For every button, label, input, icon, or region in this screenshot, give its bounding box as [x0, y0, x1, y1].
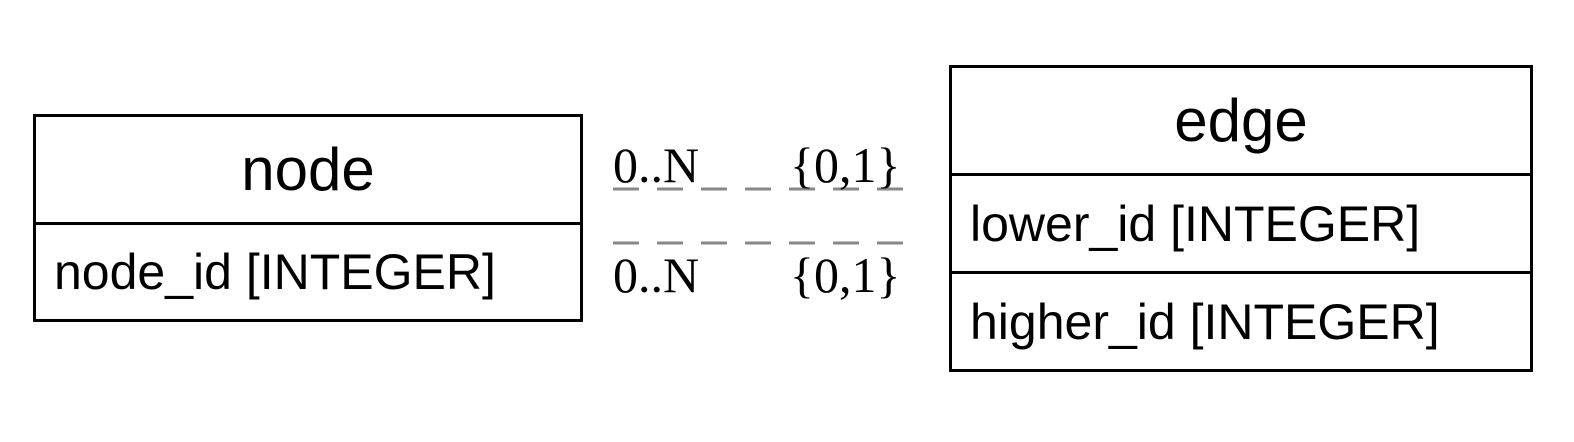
entity-node-title: node	[36, 117, 580, 225]
cardinality-right-2: {0,1}	[790, 247, 901, 303]
entity-edge[interactable]: edge lower_id [INTEGER] higher_id [INTEG…	[949, 65, 1533, 372]
cardinality-right-1: {0,1}	[790, 137, 901, 193]
entity-node-attribute: node_id [INTEGER]	[54, 244, 496, 300]
cardinality-left-2: 0..N	[613, 247, 700, 303]
entity-edge-title: edge	[952, 68, 1530, 176]
entity-edge-attribute: lower_id [INTEGER]	[952, 176, 1530, 274]
entity-node[interactable]: node node_id [INTEGER]	[33, 114, 583, 322]
entity-edge-attribute: higher_id [INTEGER]	[970, 293, 1440, 350]
cardinality-left-1: 0..N	[613, 137, 700, 193]
